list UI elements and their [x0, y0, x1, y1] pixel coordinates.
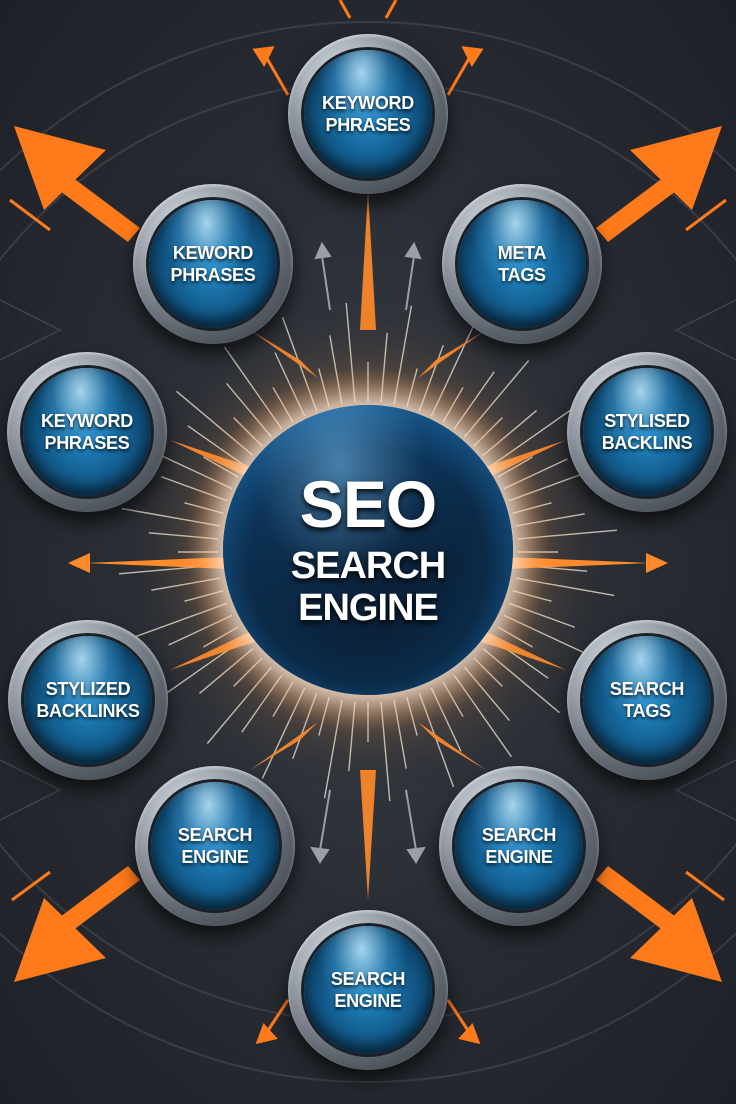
- node-orb: SEARCH ENGINE: [455, 782, 583, 910]
- node-keyword-phrases-top[interactable]: KEYWORD PHRASES: [288, 34, 448, 194]
- node-label: SEARCH ENGINE: [177, 825, 253, 867]
- node-orb: SEARCH ENGINE: [151, 782, 279, 910]
- node-orb: STYLISED BACKLINS: [583, 368, 711, 496]
- node-label: STYLIZED BACKLINKS: [36, 679, 140, 721]
- node-search-engine-left[interactable]: SEARCH ENGINE: [135, 766, 295, 926]
- seo-core-orb[interactable]: SEO SEARCH ENGINE: [223, 405, 513, 695]
- node-search-engine-right[interactable]: SEARCH ENGINE: [439, 766, 599, 926]
- corner-arrows: [14, 126, 722, 982]
- node-meta-tags[interactable]: META TAGS: [442, 184, 602, 344]
- node-label: SEARCH ENGINE: [330, 969, 406, 1011]
- node-label: KEYWORD PHRASES: [322, 93, 414, 135]
- small-orange-arrows: [9, 0, 727, 1045]
- node-orb: KEWORD PHRASES: [149, 200, 277, 328]
- node-label: KEYWORD PHRASES: [41, 411, 133, 453]
- node-orb: META TAGS: [458, 200, 586, 328]
- node-keyword-phrases-left[interactable]: KEYWORD PHRASES: [7, 352, 167, 512]
- core-subtitle: SEARCH ENGINE: [290, 545, 446, 629]
- node-stylized-backlinks[interactable]: STYLIZED BACKLINKS: [8, 620, 168, 780]
- node-stylised-backlins[interactable]: STYLISED BACKLINS: [567, 352, 727, 512]
- node-orb: KEYWORD PHRASES: [23, 368, 151, 496]
- node-label: KEWORD PHRASES: [170, 243, 256, 285]
- node-orb: SEARCH ENGINE: [304, 926, 432, 1054]
- node-orb: SEARCH TAGS: [583, 636, 711, 764]
- node-search-engine-bottom[interactable]: SEARCH ENGINE: [288, 910, 448, 1070]
- core-title: SEO: [299, 467, 437, 541]
- node-label: META TAGS: [497, 243, 547, 285]
- node-keword-phrases[interactable]: KEWORD PHRASES: [133, 184, 293, 344]
- node-orb: KEYWORD PHRASES: [304, 50, 432, 178]
- node-orb: STYLIZED BACKLINKS: [24, 636, 152, 764]
- node-label: STYLISED BACKLINS: [601, 411, 693, 453]
- node-label: SEARCH TAGS: [609, 679, 685, 721]
- gray-arrows: [310, 241, 426, 864]
- node-label: SEARCH ENGINE: [481, 825, 557, 867]
- node-search-tags[interactable]: SEARCH TAGS: [567, 620, 727, 780]
